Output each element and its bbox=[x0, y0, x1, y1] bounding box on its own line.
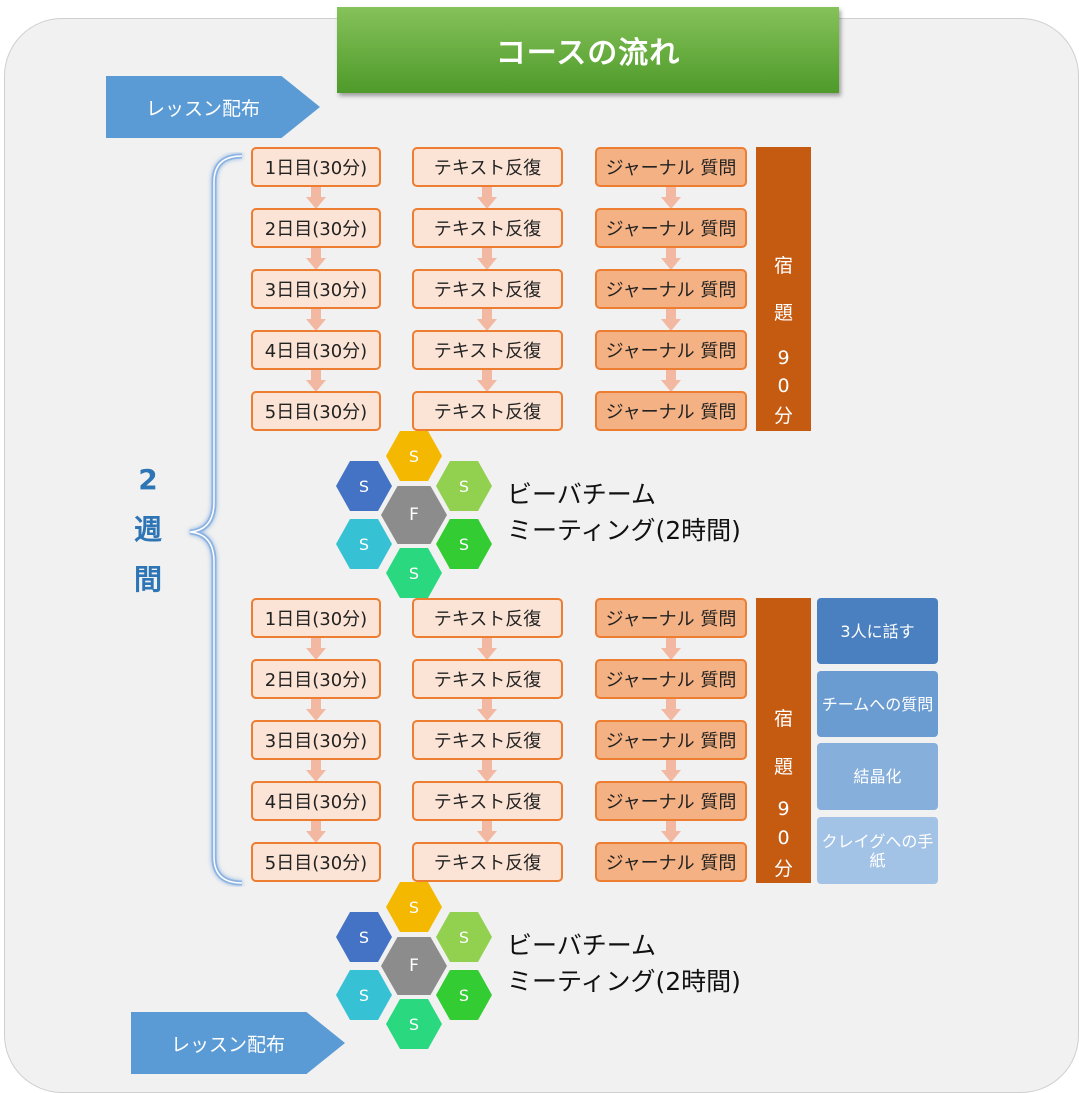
homework-char: 9 bbox=[777, 347, 790, 369]
down-arrow-icon bbox=[661, 693, 681, 721]
s-hexagon-icon: S bbox=[436, 461, 492, 511]
lesson-distribution-tag-top: レッスン配布 bbox=[106, 76, 320, 138]
down-arrow-icon bbox=[477, 303, 497, 331]
day-cell: 2日目(30分) bbox=[251, 659, 381, 699]
down-arrow-icon bbox=[661, 181, 681, 209]
f-hexagon-icon: F bbox=[381, 937, 447, 995]
homework-char: 宿 bbox=[773, 708, 793, 730]
down-arrow-icon bbox=[477, 754, 497, 782]
day-cell: 4日目(30分) bbox=[251, 781, 381, 821]
homework-char: 9 bbox=[777, 798, 790, 820]
homework-char: 0 bbox=[777, 827, 790, 849]
day-cell: 3日目(30分) bbox=[251, 269, 381, 309]
homework-char: 宿 bbox=[773, 255, 793, 277]
homework-char: 題 bbox=[773, 302, 793, 324]
text-repeat-cell: テキスト反復 bbox=[412, 330, 563, 370]
journal-question-cell: ジャーナル 質問 bbox=[595, 842, 747, 882]
meeting-label: ビーバチーム ミーティング(2時間) bbox=[507, 477, 741, 549]
meeting-line: ミーティング(2時間) bbox=[507, 516, 741, 545]
down-arrow-icon bbox=[306, 303, 326, 331]
down-arrow-icon bbox=[661, 632, 681, 660]
two-weeks-char: 週 bbox=[133, 513, 162, 546]
journal-question-cell: ジャーナル 質問 bbox=[595, 147, 747, 187]
text-repeat-cell: テキスト反復 bbox=[412, 269, 563, 309]
journal-question-cell: ジャーナル 質問 bbox=[595, 391, 747, 431]
down-arrow-icon bbox=[477, 815, 497, 843]
down-arrow-icon bbox=[661, 303, 681, 331]
down-arrow-icon bbox=[477, 632, 497, 660]
down-arrow-icon bbox=[477, 364, 497, 392]
down-arrow-icon bbox=[477, 242, 497, 270]
journal-question-cell: ジャーナル 質問 bbox=[595, 208, 747, 248]
journal-question-cell: ジャーナル 質問 bbox=[595, 659, 747, 699]
meeting-label: ビーバチーム ミーティング(2時間) bbox=[507, 928, 741, 1000]
s-hexagon-icon: S bbox=[386, 431, 442, 481]
journal-question-cell: ジャーナル 質問 bbox=[595, 330, 747, 370]
two-weeks-label: 2 週 間 bbox=[128, 455, 168, 605]
text-repeat-cell: テキスト反復 bbox=[412, 598, 563, 638]
homework-char: 題 bbox=[773, 756, 793, 778]
side-task-team-question: チームへの質問 bbox=[817, 671, 938, 737]
lesson-distribution-tag-bottom: レッスン配布 bbox=[131, 1012, 345, 1074]
down-arrow-icon bbox=[661, 242, 681, 270]
homework-char: 0 bbox=[777, 375, 790, 397]
two-weeks-char: 2 bbox=[138, 463, 158, 496]
text-repeat-cell: テキスト反復 bbox=[412, 659, 563, 699]
text-repeat-cell: テキスト反復 bbox=[412, 842, 563, 882]
two-week-brace bbox=[189, 153, 243, 886]
down-arrow-icon bbox=[661, 754, 681, 782]
day-cell: 1日目(30分) bbox=[251, 598, 381, 638]
down-arrow-icon bbox=[306, 693, 326, 721]
homework-char: 分 bbox=[773, 858, 793, 880]
text-repeat-cell: テキスト反復 bbox=[412, 391, 563, 431]
background-panel bbox=[4, 18, 1079, 1093]
s-hexagon-icon: S bbox=[336, 461, 392, 511]
journal-question-cell: ジャーナル 質問 bbox=[595, 720, 747, 760]
down-arrow-icon bbox=[306, 242, 326, 270]
text-repeat-cell: テキスト反復 bbox=[412, 147, 563, 187]
side-task-crystallize: 結晶化 bbox=[817, 743, 938, 810]
down-arrow-icon bbox=[306, 632, 326, 660]
side-task-talk-to-three: 3人に話す bbox=[817, 598, 938, 664]
down-arrow-icon bbox=[661, 815, 681, 843]
meeting-line: ビーバチーム bbox=[507, 931, 657, 960]
journal-question-cell: ジャーナル 質問 bbox=[595, 781, 747, 821]
homework-bar: 宿 題 9 0 分 bbox=[756, 147, 811, 431]
down-arrow-icon bbox=[306, 815, 326, 843]
meeting-line: ビーバチーム bbox=[507, 480, 657, 509]
down-arrow-icon bbox=[306, 754, 326, 782]
day-cell: 1日目(30分) bbox=[251, 147, 381, 187]
down-arrow-icon bbox=[477, 693, 497, 721]
text-repeat-cell: テキスト反復 bbox=[412, 781, 563, 821]
text-repeat-cell: テキスト反復 bbox=[412, 208, 563, 248]
side-task-letter: クレイグへの手紙 bbox=[817, 817, 938, 884]
down-arrow-icon bbox=[306, 181, 326, 209]
day-cell: 4日目(30分) bbox=[251, 330, 381, 370]
text-repeat-cell: テキスト反復 bbox=[412, 720, 563, 760]
journal-question-cell: ジャーナル 質問 bbox=[595, 269, 747, 309]
day-cell: 3日目(30分) bbox=[251, 720, 381, 760]
down-arrow-icon bbox=[306, 364, 326, 392]
down-arrow-icon bbox=[477, 181, 497, 209]
day-cell: 5日目(30分) bbox=[251, 391, 381, 431]
down-arrow-icon bbox=[661, 364, 681, 392]
meeting-line: ミーティング(2時間) bbox=[507, 967, 741, 996]
two-weeks-char: 間 bbox=[133, 563, 162, 596]
homework-char: 分 bbox=[773, 405, 793, 427]
journal-question-cell: ジャーナル 質問 bbox=[595, 598, 747, 638]
day-cell: 2日目(30分) bbox=[251, 208, 381, 248]
homework-bar: 宿 題 9 0 分 bbox=[756, 598, 811, 883]
page-title: コースの流れ bbox=[337, 7, 839, 93]
day-cell: 5日目(30分) bbox=[251, 842, 381, 882]
